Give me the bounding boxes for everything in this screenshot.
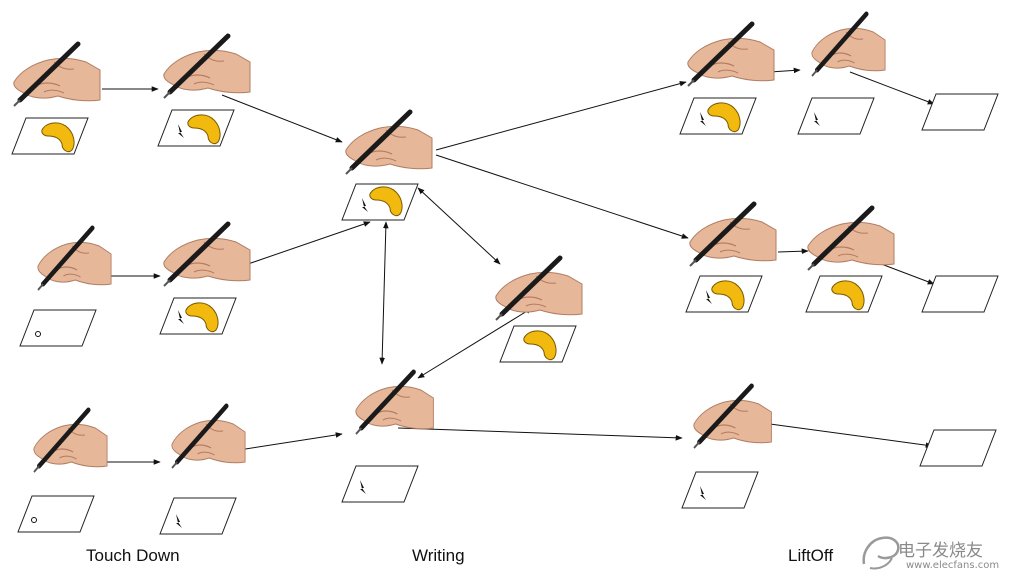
state-liftoff-top-a	[679, 24, 774, 135]
arrow	[435, 154, 689, 239]
hand-holding-pen-icon	[812, 14, 885, 76]
hand-holding-pen-icon	[164, 36, 250, 98]
hand-holding-pen-icon	[496, 258, 582, 320]
state-row3-touch	[159, 406, 245, 535]
watermark: 电子发烧友 www.elecfans.com	[858, 526, 1008, 578]
contact-dot-icon	[31, 517, 37, 523]
arrow	[777, 248, 809, 255]
stage-label-writing: Writing	[412, 546, 465, 565]
arrow	[875, 261, 935, 285]
watermark-brand: 电子发烧友	[898, 541, 983, 561]
state-liftoff-mid-c	[921, 275, 999, 313]
arrow	[435, 80, 687, 151]
stage-label-touch-down: Touch Down	[86, 546, 180, 565]
state-liftoff-top-b	[797, 14, 885, 135]
paper-sheet-icon	[341, 465, 419, 503]
paper-sheet-icon	[921, 93, 999, 131]
arrow	[379, 221, 389, 365]
state-row1-hover	[12, 44, 100, 155]
state-liftoff-top-c	[921, 93, 999, 131]
arrow	[221, 94, 343, 143]
state-liftoff-bottom-b	[919, 429, 997, 467]
arrow	[247, 221, 371, 265]
hand-holding-pen-icon	[346, 112, 432, 174]
state-writing-touch	[341, 372, 434, 503]
contact-dot-icon	[35, 331, 41, 337]
state-liftoff-mid-a	[685, 204, 776, 313]
hand-holding-pen-icon	[808, 208, 894, 270]
paper-sheet-icon	[17, 495, 95, 533]
watermark-url: www.elecfans.com	[906, 560, 1000, 571]
paper-sheet-icon	[159, 497, 237, 535]
watermark-logo-icon	[862, 536, 900, 570]
arrow	[417, 187, 501, 265]
hand-holding-pen-icon	[14, 44, 100, 106]
arrow	[769, 423, 933, 448]
state-liftoff-bottom-a	[681, 386, 772, 509]
hand-holding-pen-icon	[690, 204, 776, 266]
hand-holding-pen-icon	[38, 228, 111, 290]
paper-sheet-icon	[797, 97, 875, 135]
hand-holding-pen-icon	[164, 224, 250, 286]
state-row1-touch	[157, 36, 250, 147]
state-row2-touch	[159, 224, 250, 335]
state-row3-hover	[17, 410, 107, 533]
hand-holding-pen-icon	[356, 372, 434, 434]
paper-sheet-icon	[19, 309, 97, 347]
arrow	[417, 307, 533, 379]
paper-sheet-icon	[919, 429, 997, 467]
hand-holding-pen-icon	[688, 24, 774, 86]
state-row2-hover	[19, 228, 111, 347]
state-writing-lifted	[496, 258, 582, 363]
hand-holding-pen-icon	[694, 386, 772, 448]
arrow	[849, 71, 935, 105]
arrow	[397, 427, 683, 441]
arrow	[769, 67, 801, 74]
hand-holding-pen-icon	[172, 406, 245, 468]
hand-holding-pen-icon	[34, 410, 107, 472]
paper-sheet-icon	[921, 275, 999, 313]
state-writing-main	[341, 112, 432, 221]
state-liftoff-mid-b	[806, 208, 894, 313]
paper-sheet-icon	[681, 471, 759, 509]
stage-label-liftoff: LiftOff	[788, 546, 834, 565]
